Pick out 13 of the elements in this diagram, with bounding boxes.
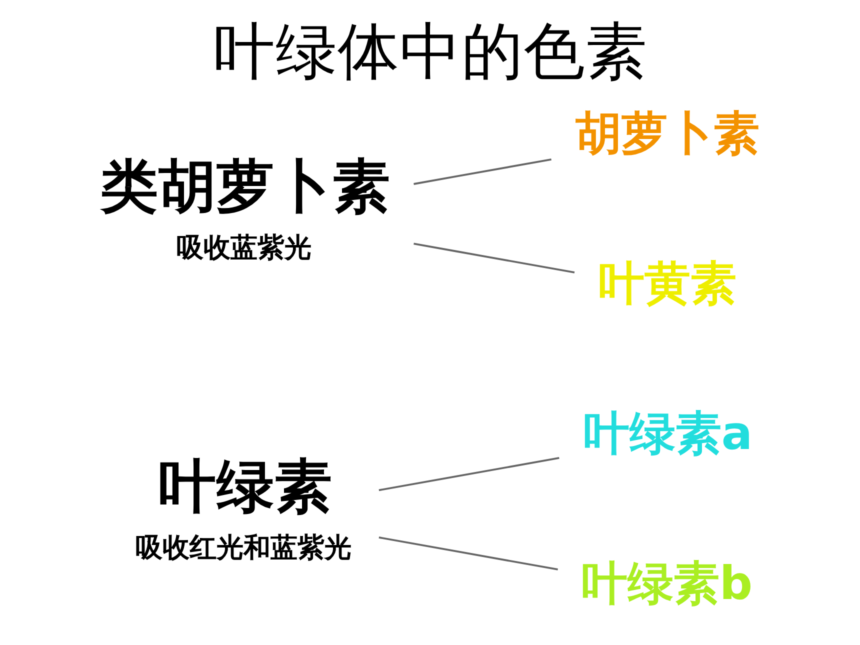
connector xyxy=(413,242,574,274)
node-label: 吸收红光和蓝紫光 xyxy=(134,532,351,564)
connector xyxy=(413,158,551,185)
node-text: 叶绿素b xyxy=(580,556,752,610)
node-text: 叶绿素 xyxy=(158,452,332,520)
diagram-title: 叶绿体中的色素 xyxy=(213,16,647,88)
node-label: 吸收蓝紫光 xyxy=(176,232,312,264)
node-text: 叶绿素a xyxy=(582,406,752,460)
connector xyxy=(378,536,558,570)
node-text: 类胡萝卜素 xyxy=(100,152,390,220)
node-text: 胡萝卜素 xyxy=(575,106,760,160)
connector xyxy=(378,457,559,492)
node-text: 叶黄素 xyxy=(598,256,736,310)
